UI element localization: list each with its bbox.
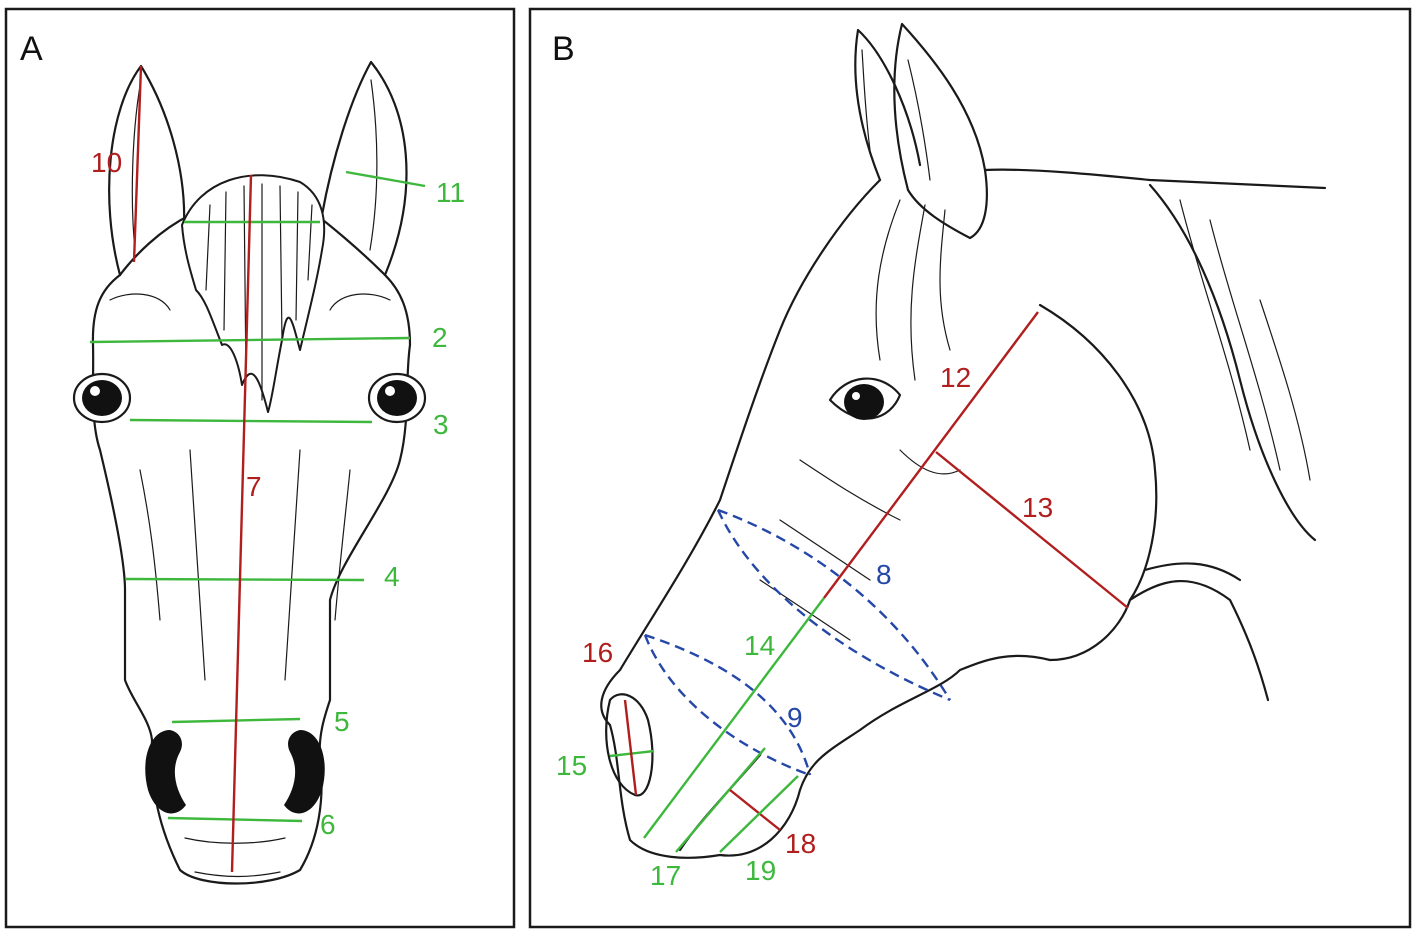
measure-line-17 <box>675 747 766 853</box>
label-4: 4 <box>384 561 400 592</box>
label-10: 10 <box>91 147 122 178</box>
side-nostril <box>605 693 654 797</box>
label-2: 2 <box>432 322 448 353</box>
right-pupil <box>377 380 417 416</box>
horse-side-drawing <box>600 22 1327 859</box>
panel-a-letter: A <box>20 30 43 68</box>
measure-line-13 <box>935 451 1129 609</box>
head-outline <box>983 168 1327 190</box>
label-15: 15 <box>556 750 587 781</box>
label-12: 12 <box>940 362 971 393</box>
left-nostril <box>145 730 186 814</box>
measure-line-3 <box>129 418 373 424</box>
label-16: 16 <box>582 637 613 668</box>
measure-line-4 <box>125 577 365 582</box>
label-17: 17 <box>650 860 681 891</box>
right-nostril <box>284 730 325 814</box>
measure-line-14 <box>643 597 825 839</box>
label-14: 14 <box>744 630 775 661</box>
label-9: 9 <box>787 702 803 733</box>
left-pupil <box>82 380 122 416</box>
label-11: 11 <box>436 177 465 208</box>
label-7: 7 <box>246 471 262 502</box>
label-5: 5 <box>334 706 350 737</box>
right-ear <box>320 60 408 277</box>
back-ear <box>854 28 922 182</box>
measure-line-10 <box>132 65 143 263</box>
label-6: 6 <box>320 809 336 840</box>
label-8: 8 <box>876 559 892 590</box>
measure-line-7 <box>230 174 253 873</box>
measure-line-9-lower <box>643 634 811 777</box>
front-ear <box>893 22 988 240</box>
panel-b-letter: B <box>552 30 575 68</box>
panel-b-labels: 12 13 8 14 16 9 15 18 19 17 <box>556 362 1053 891</box>
side-eye <box>844 384 884 420</box>
measure-line-11 <box>345 170 426 188</box>
measure-line-8-upper <box>717 508 952 701</box>
label-13: 13 <box>1022 492 1053 523</box>
panel-a-labels: 10 11 2 3 7 4 5 6 <box>91 147 465 840</box>
measure-line-12 <box>823 311 1039 599</box>
horse-front-drawing <box>72 60 427 885</box>
panel-b-frame <box>528 7 1412 929</box>
label-3: 3 <box>433 409 449 440</box>
panel-a-frame <box>4 7 516 929</box>
measure-line-8-lower <box>716 509 951 702</box>
panel-b-measurements <box>609 311 1129 853</box>
label-19: 19 <box>745 855 776 886</box>
measure-line-6 <box>167 816 303 823</box>
panel-a-measurements <box>89 65 426 873</box>
measure-line-19 <box>719 775 799 853</box>
measure-line-9-upper <box>644 633 812 776</box>
measure-line-2 <box>89 336 411 344</box>
measure-line-16 <box>623 699 638 796</box>
measure-line-18 <box>729 789 781 831</box>
label-18: 18 <box>785 828 816 859</box>
